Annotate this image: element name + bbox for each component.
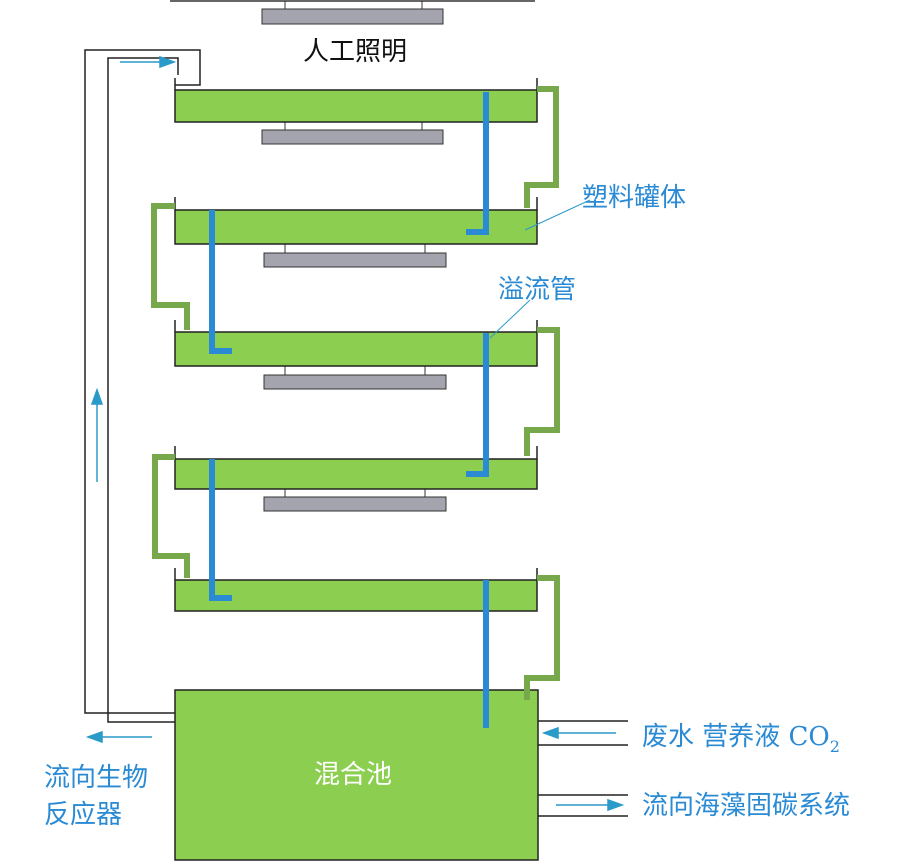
to-carbon-system-label: 流向海藻固碳系统 xyxy=(642,791,850,821)
connector-5-pool xyxy=(524,575,560,700)
leader-lines xyxy=(489,199,591,339)
mixing-pool-label: 混合池 xyxy=(314,760,392,790)
overflow-pipes xyxy=(209,92,489,728)
overflow-pipe-1 xyxy=(466,92,489,235)
arrow-right-top-icon xyxy=(120,55,177,69)
arrow-into-pool-icon xyxy=(541,726,616,740)
light-fixture-top xyxy=(170,0,535,25)
flow-arrows xyxy=(85,55,625,812)
tank-2 xyxy=(174,197,538,245)
light-fixture-3 xyxy=(263,366,447,390)
mixing-pool xyxy=(174,689,539,861)
arrow-up-icon xyxy=(90,387,104,482)
overflow-pipe-3 xyxy=(466,333,489,477)
tank-label: 塑料罐体 xyxy=(582,183,686,213)
lighting-label: 人工照明 xyxy=(303,37,407,67)
light-fixture-4 xyxy=(263,489,447,512)
inputs-label: 废水 营养液 CO2 xyxy=(642,722,840,756)
overflow-pipe-2 xyxy=(209,210,232,354)
return-pipe xyxy=(84,49,201,723)
arrow-left-bottom-icon xyxy=(85,730,152,744)
overflow-leader-line xyxy=(489,299,531,339)
connector-2-3 xyxy=(151,203,190,330)
tank-leader-line xyxy=(524,199,591,231)
to-reactor-label-line2: 反应器 xyxy=(44,800,122,830)
overflow-pipe-4 xyxy=(209,459,232,601)
tanks xyxy=(174,78,538,612)
light-fixtures xyxy=(261,122,447,512)
light-fixture-1 xyxy=(261,122,444,145)
connector-3-4 xyxy=(524,327,560,456)
inputs-subscript: 2 xyxy=(830,737,840,756)
pool-pipes xyxy=(538,720,628,817)
green-connectors xyxy=(151,86,560,700)
light-fixture-2 xyxy=(263,244,447,268)
connector-1-2 xyxy=(524,86,559,208)
tank-5 xyxy=(174,568,538,612)
arrow-out-pool-icon xyxy=(556,798,625,812)
overflow-label: 溢流管 xyxy=(498,275,576,305)
tank-3 xyxy=(174,320,538,367)
inputs-text: 废水 营养液 CO xyxy=(642,722,830,752)
connector-4-5 xyxy=(152,454,190,578)
tank-4 xyxy=(174,446,538,490)
to-reactor-label-line1: 流向生物 xyxy=(44,763,148,793)
tank-1 xyxy=(174,78,538,123)
